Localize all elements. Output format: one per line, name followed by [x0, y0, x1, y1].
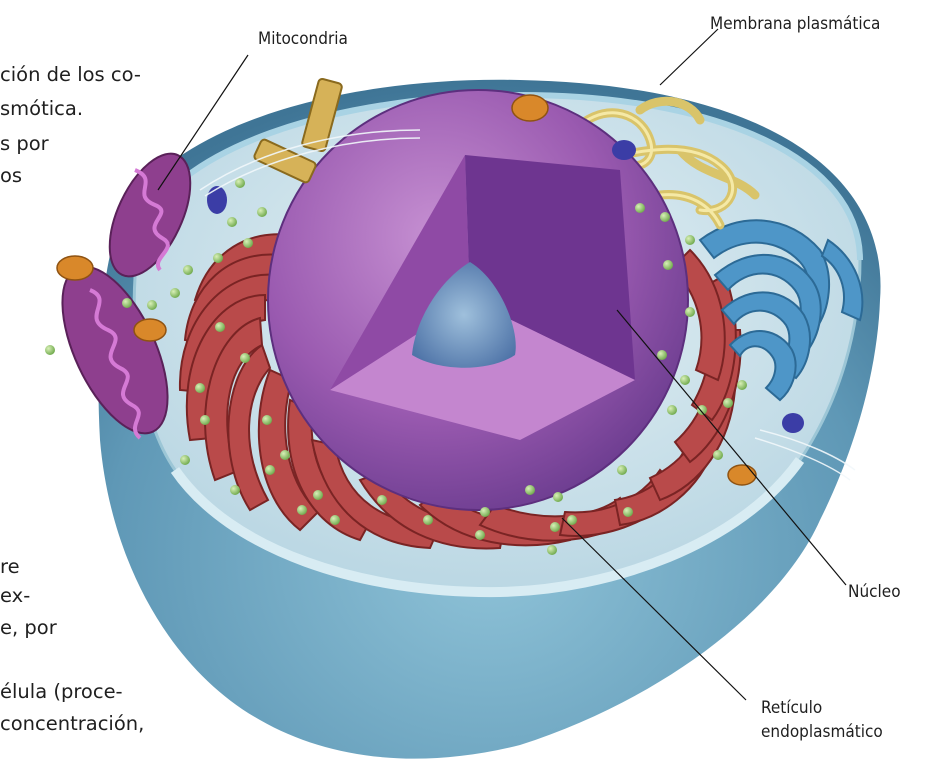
- label-reticulo-line1: Retículo: [761, 697, 822, 719]
- label-nucleo: Núcleo: [848, 581, 901, 603]
- label-membrana-plasmatica: Membrana plasmática: [710, 13, 880, 35]
- label-reticulo-line2: endoplasmático: [761, 721, 883, 743]
- leader-membrana: [660, 29, 718, 85]
- label-mitocondria: Mitocondria: [258, 28, 348, 50]
